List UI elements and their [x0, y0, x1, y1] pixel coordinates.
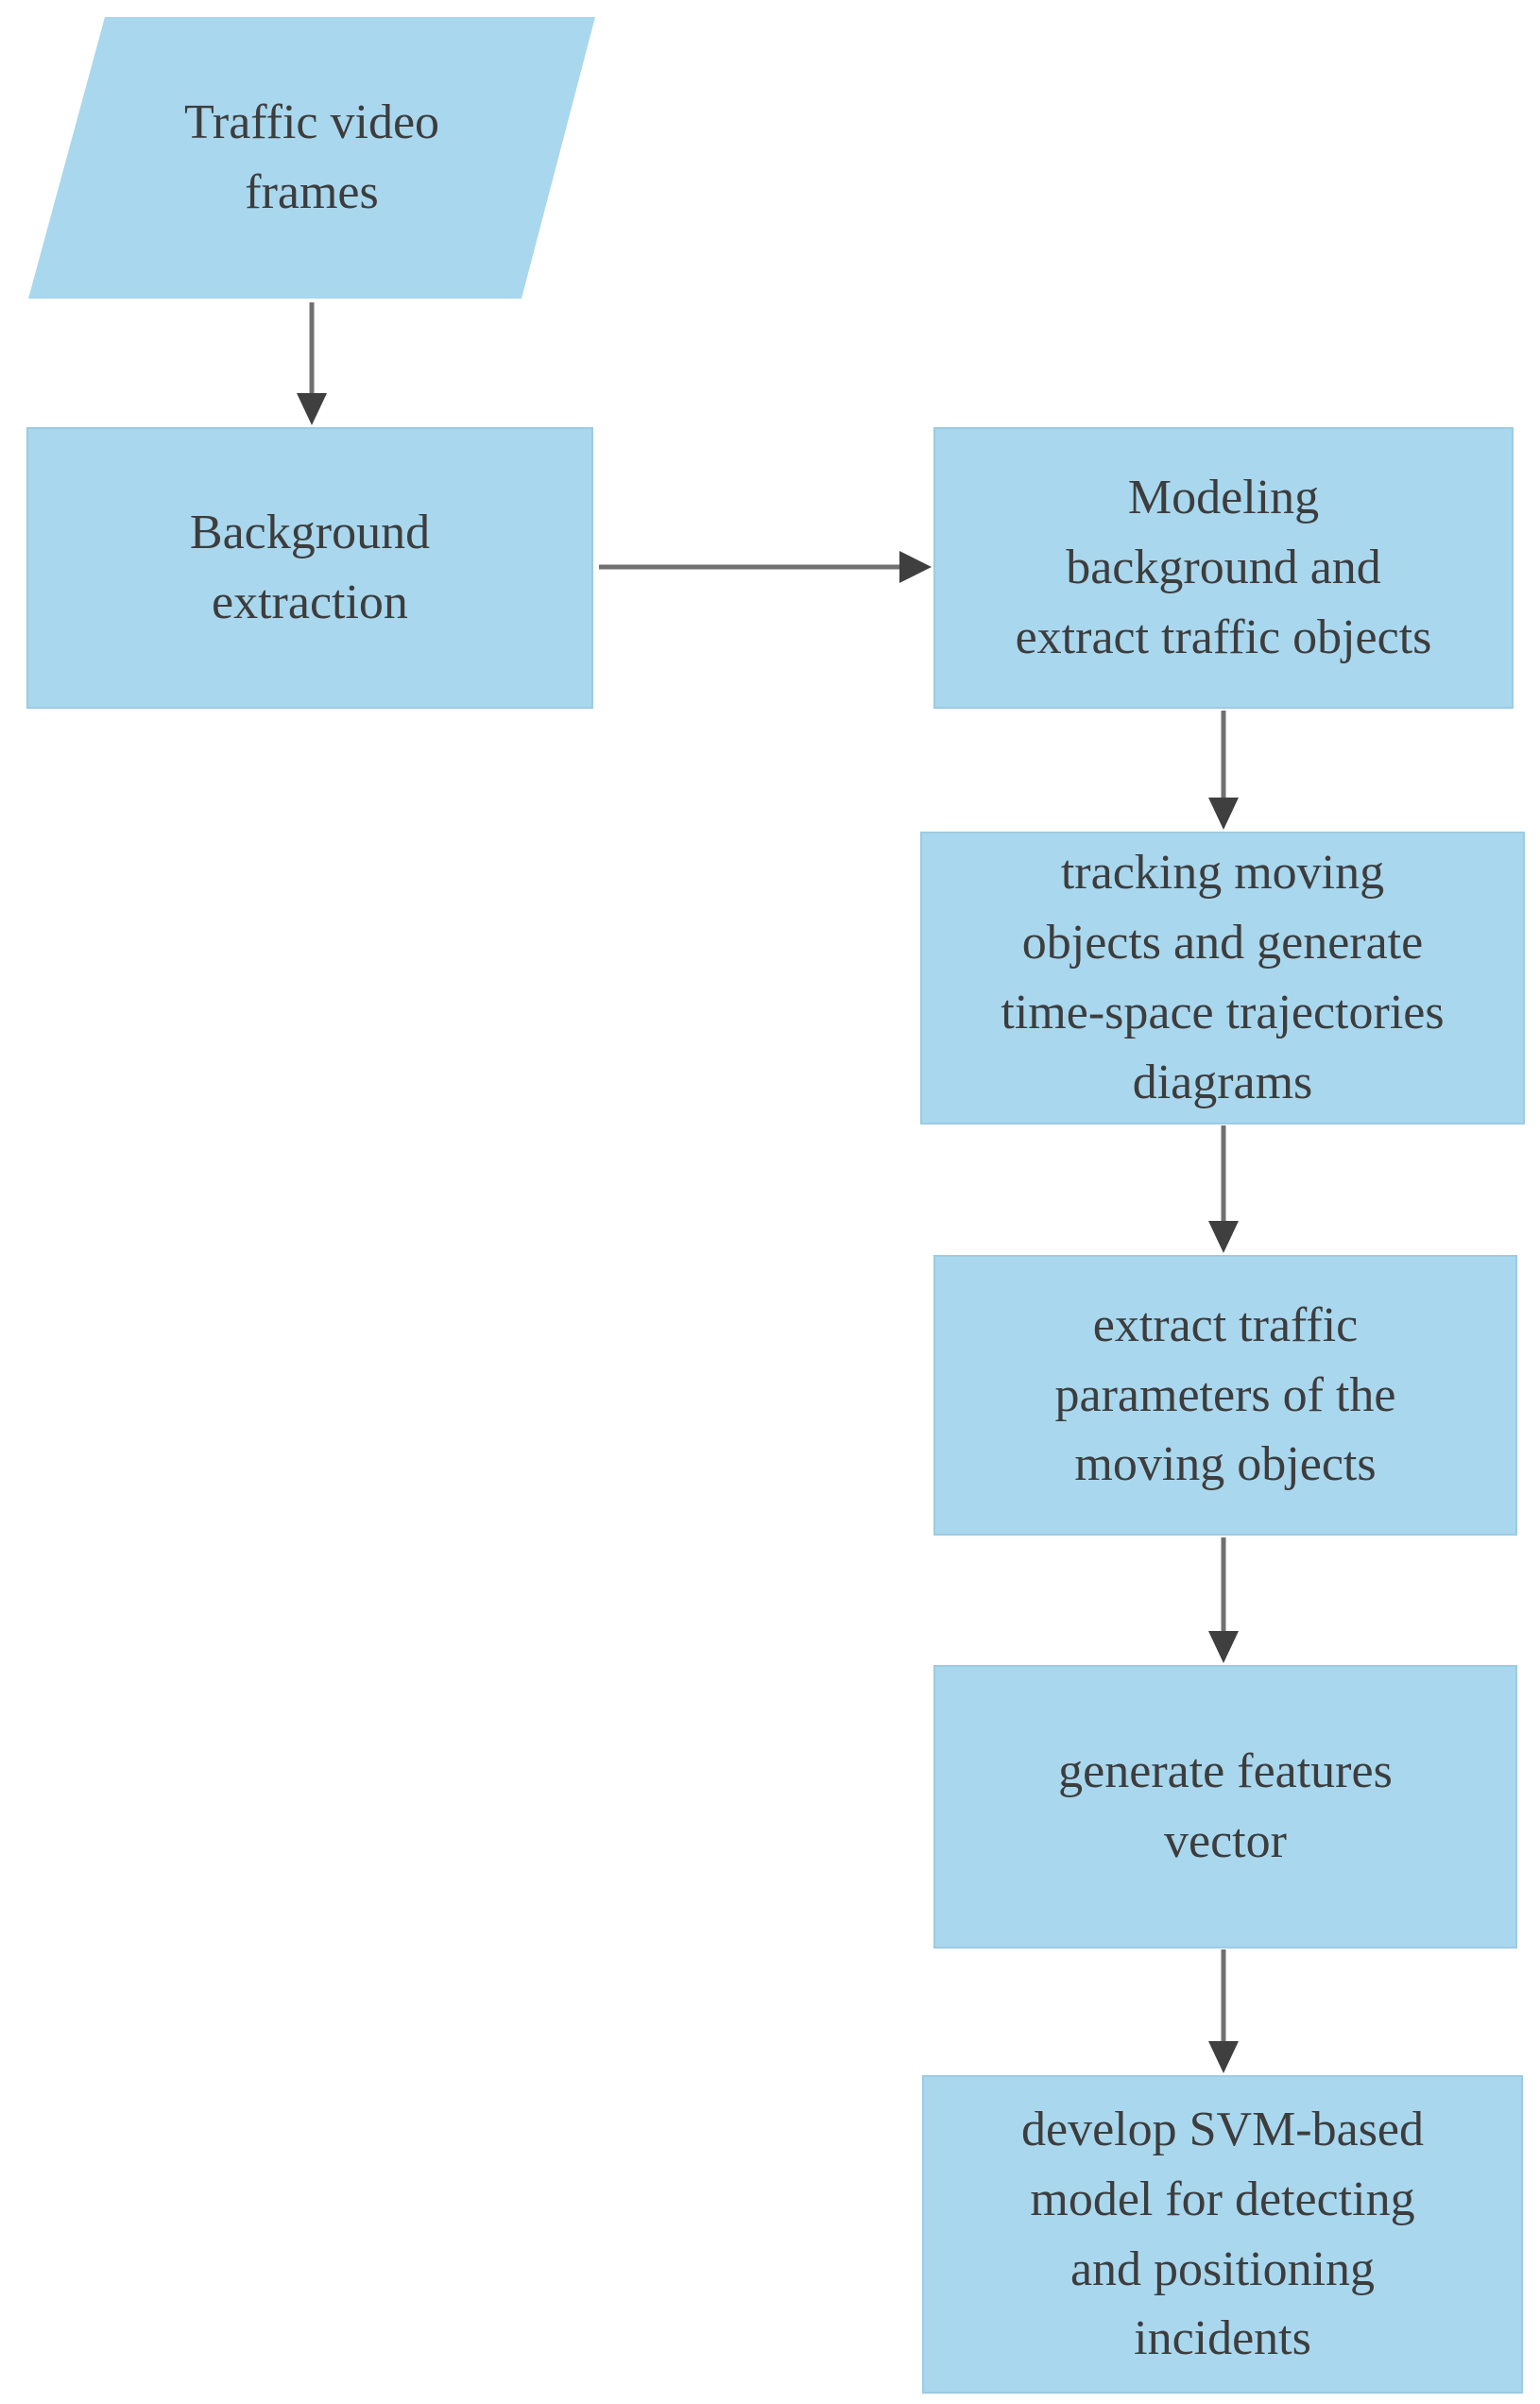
arrowhead-right-icon: [899, 551, 932, 583]
arrowhead-down-icon: [1208, 1631, 1239, 1663]
node-background-extraction: Background extraction: [26, 427, 593, 709]
node-label: generate features vector: [1058, 1744, 1393, 1868]
arrowhead-down-icon: [1208, 798, 1239, 830]
edge-frames-to-extraction: [295, 302, 329, 425]
edge-extract-to-generate: [1206, 1537, 1241, 1663]
arrowhead-down-icon: [1208, 1221, 1239, 1253]
node-label: tracking moving objects and generate tim…: [1001, 846, 1445, 1109]
arrowhead-down-icon: [297, 393, 327, 425]
arrow-line: [1221, 711, 1226, 803]
arrowhead-down-icon: [1208, 2041, 1239, 2073]
node-generate-features-vector: generate features vector: [933, 1665, 1517, 1949]
edge-tracking-to-extract: [1206, 1125, 1241, 1253]
arrow-line: [599, 564, 905, 570]
node-label: Background extraction: [189, 506, 431, 629]
node-tracking-moving-objects: tracking moving objects and generate tim…: [920, 832, 1525, 1125]
node-label: Traffic video frames: [183, 95, 440, 219]
arrow-line: [1221, 1537, 1226, 1637]
node-extract-traffic-parameters: extract traffic parameters of the moving…: [933, 1255, 1517, 1536]
edge-modeling-to-tracking: [1206, 711, 1241, 830]
node-label: develop SVM-based model for detecting an…: [1020, 2102, 1425, 2366]
edge-generate-to-svm: [1206, 1949, 1241, 2073]
node-modeling-background: Modeling background and extract traffic …: [933, 427, 1514, 709]
node-traffic-video-frames: Traffic video frames: [28, 17, 595, 299]
node-label: extract traffic parameters of the moving…: [1054, 1297, 1396, 1492]
node-label: Modeling background and extract traffic …: [1015, 471, 1432, 664]
arrow-line: [309, 302, 315, 399]
edge-extraction-to-modeling: [599, 549, 932, 585]
node-develop-svm-model: develop SVM-based model for detecting an…: [922, 2075, 1523, 2394]
arrow-line: [1221, 1125, 1226, 1227]
arrow-line: [1221, 1949, 1226, 2047]
